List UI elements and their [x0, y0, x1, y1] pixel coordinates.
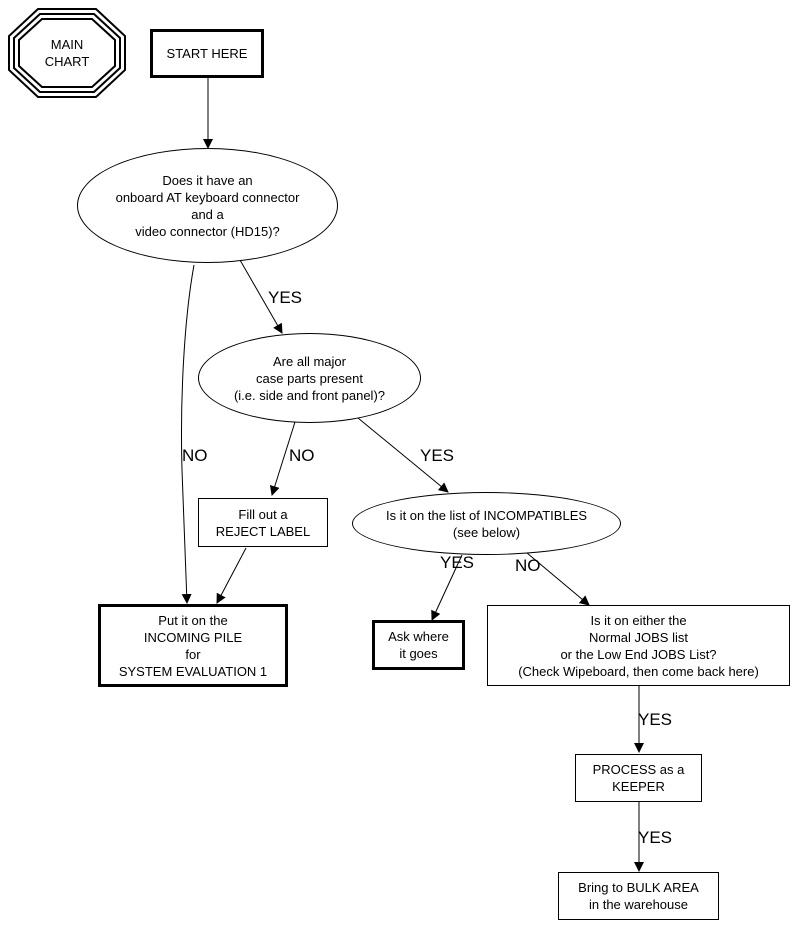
node-text: in the warehouse	[588, 897, 688, 912]
question-case-parts[interactable]: Are all major case parts present (i.e. s…	[198, 333, 421, 423]
edge-label-onboard-yes: YES	[268, 288, 303, 307]
edge-label-incompat-yes: YES	[440, 553, 475, 572]
incoming-pile-box[interactable]: Put it on the INCOMING PILE for SYSTEM E…	[98, 604, 288, 687]
question-jobs-list[interactable]: Is it on either the Normal JOBS list or …	[487, 605, 790, 686]
node-text: INCOMING PILE	[143, 629, 243, 645]
edge-label-incompat-no: NO	[515, 556, 541, 575]
node-text: PROCESS as a	[592, 762, 685, 777]
node-text: video connector (HD15)?	[135, 223, 280, 239]
edge-incompat-no	[526, 552, 590, 606]
node-text: (Check Wipeboard, then come back here)	[518, 663, 759, 679]
question-incompatibles[interactable]: Is it on the list of INCOMPATIBLES (see …	[352, 492, 621, 555]
node-text: SYSTEM EVALUATION 1	[118, 663, 268, 679]
node-text: Is it on either the	[590, 612, 687, 628]
node-text: Are all major	[273, 353, 346, 369]
main-chart-line-1: MAIN	[50, 37, 84, 52]
node-text: it goes	[399, 646, 438, 661]
edge-label-case-no: NO	[289, 446, 315, 465]
node-text: Fill out a	[238, 506, 288, 522]
edge-label-jobs-yes: YES	[638, 710, 673, 729]
node-text: Does it have an	[162, 172, 253, 188]
start-here-box[interactable]: START HERE	[150, 29, 264, 78]
edge-reject-to-incoming	[216, 547, 247, 604]
main-chart-label[interactable]: MAIN CHART	[8, 8, 126, 98]
ask-where-box[interactable]: Ask where it goes	[372, 620, 465, 670]
edge-label-onboard-no: NO	[182, 446, 208, 465]
node-text: REJECT LABEL	[215, 523, 311, 539]
node-text: case parts present	[256, 370, 363, 386]
edge-case-yes	[357, 417, 449, 493]
edge-incompat-yes	[431, 554, 463, 621]
node-text: onboard AT keyboard connector	[115, 189, 300, 205]
bulk-area-box[interactable]: Bring to BULK AREA in the warehouse	[558, 872, 719, 920]
edge-label-keeper-yes: YES	[638, 828, 673, 847]
node-text: Ask where	[388, 629, 449, 644]
main-chart-octagon-icon[interactable]	[8, 8, 126, 98]
edge-case-no	[269, 421, 296, 496]
process-keeper-box[interactable]: PROCESS as a KEEPER	[575, 754, 702, 802]
reject-label-box[interactable]: Fill out a REJECT LABEL	[198, 498, 328, 547]
node-text: (see below)	[452, 524, 521, 540]
edge-label-case-yes: YES	[420, 446, 455, 465]
node-text: Bring to BULK AREA	[578, 880, 699, 895]
node-text: Is it on the list of INCOMPATIBLES	[385, 507, 588, 523]
main-chart-line-2: CHART	[44, 54, 90, 69]
node-text: Normal JOBS list	[589, 629, 688, 645]
edge-onboard-no	[181, 264, 195, 604]
node-text: and a	[191, 206, 224, 222]
node-text: Put it on the	[158, 612, 228, 628]
edge-onboard-yes	[239, 259, 283, 334]
node-text: or the Low End JOBS List?	[560, 646, 717, 662]
node-text: KEEPER	[612, 779, 665, 794]
node-text: (i.e. side and front panel)?	[233, 387, 386, 403]
start-here-text: START HERE	[166, 46, 248, 61]
question-onboard-connectors[interactable]: Does it have an onboard AT keyboard conn…	[77, 148, 338, 263]
node-text: for	[185, 646, 201, 662]
